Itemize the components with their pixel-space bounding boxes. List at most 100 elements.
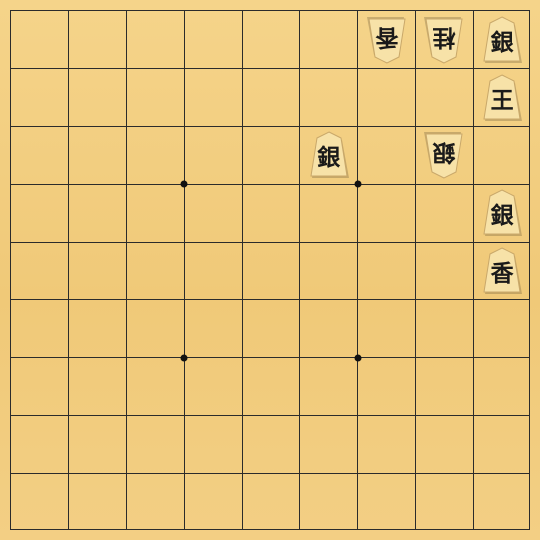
piece-label: 王 [490,86,514,114]
board-square[interactable] [242,184,300,242]
board-square[interactable] [242,473,300,531]
board-square[interactable] [358,69,416,127]
board-square[interactable] [473,415,531,473]
board-square[interactable] [415,358,473,416]
board-square[interactable] [69,69,127,127]
board-square[interactable] [11,11,69,69]
board-square[interactable]: 銀 [473,11,531,69]
board-square[interactable] [69,415,127,473]
board-square[interactable] [11,473,69,531]
board-square[interactable] [358,415,416,473]
board-square[interactable] [300,473,358,531]
board-square[interactable] [69,358,127,416]
board-square[interactable] [415,473,473,531]
board-square[interactable] [184,473,242,531]
board-square[interactable] [127,300,185,358]
board-square[interactable] [184,415,242,473]
board-square[interactable] [415,415,473,473]
board-square[interactable] [242,415,300,473]
board-square[interactable] [300,300,358,358]
board-square[interactable]: 銀 [473,184,531,242]
board-square[interactable] [473,127,531,185]
board-square[interactable] [127,358,185,416]
gote-silver-piece[interactable]: 銀 [424,132,464,179]
board-square[interactable] [415,242,473,300]
board-square[interactable] [300,11,358,69]
star-point [180,180,188,188]
board-square[interactable] [242,242,300,300]
board-square[interactable] [358,184,416,242]
board-square[interactable] [11,127,69,185]
board-square[interactable] [242,11,300,69]
board-square[interactable]: 王 [473,69,531,127]
board-square[interactable] [473,473,531,531]
board-square[interactable] [69,300,127,358]
board-square[interactable] [127,127,185,185]
board-square[interactable] [415,184,473,242]
board-square[interactable] [11,358,69,416]
board-square[interactable] [415,69,473,127]
board-square[interactable] [358,473,416,531]
board-square[interactable] [300,358,358,416]
board-square[interactable] [184,300,242,358]
board-square[interactable] [184,358,242,416]
grid-line-horizontal [11,126,529,128]
gote-lance-piece[interactable]: 香 [366,16,407,64]
board-square[interactable]: 銀 [415,127,473,185]
board-square[interactable] [184,242,242,300]
board-square[interactable] [127,473,185,531]
board-square[interactable] [473,300,531,358]
board-square[interactable] [69,473,127,531]
board-square[interactable]: 香 [358,11,416,69]
board-square[interactable] [11,242,69,300]
grid-line-vertical [241,11,243,529]
board-square[interactable] [300,184,358,242]
board-square[interactable] [11,184,69,242]
piece-label: 銀 [432,139,456,167]
piece-body [310,131,349,179]
board-square[interactable] [11,415,69,473]
board-square[interactable] [11,69,69,127]
gote-knight-piece[interactable]: 桂 [424,16,464,64]
board-square[interactable] [242,69,300,127]
board-square[interactable] [358,127,416,185]
board-square[interactable]: 桂 [415,11,473,69]
sente-silver-piece[interactable]: 銀 [482,189,523,237]
board-square[interactable] [358,300,416,358]
board-square[interactable]: 香 [473,242,531,300]
board-square[interactable]: 銀 [300,127,358,185]
grid-line-horizontal [11,414,529,416]
piece-label: 銀 [317,144,341,172]
board-square[interactable] [242,127,300,185]
board-square[interactable] [300,415,358,473]
board-square[interactable] [127,415,185,473]
board-square[interactable] [184,11,242,69]
board-square[interactable] [69,11,127,69]
board-square[interactable] [69,184,127,242]
board-square[interactable] [69,127,127,185]
board-square[interactable] [242,358,300,416]
board-square[interactable] [184,69,242,127]
board-square[interactable] [11,300,69,358]
board-square[interactable] [127,242,185,300]
board-square[interactable] [127,184,185,242]
board-square[interactable] [127,11,185,69]
star-point [354,180,362,188]
board-square[interactable] [300,242,358,300]
sente-silver-piece[interactable]: 銀 [482,16,523,63]
board-square[interactable] [184,184,242,242]
board-square[interactable] [184,127,242,185]
sente-king-piece[interactable]: 王 [482,74,523,121]
board-square[interactable] [358,358,416,416]
board-square[interactable] [473,358,531,416]
board-square[interactable] [358,242,416,300]
sente-lance-piece[interactable]: 香 [482,247,523,294]
board-square[interactable] [242,300,300,358]
sente-silver-piece[interactable]: 銀 [309,131,349,179]
board-square[interactable] [415,300,473,358]
piece-body [424,16,463,64]
board-square[interactable] [127,69,185,127]
board-square[interactable] [300,69,358,127]
board-square[interactable] [69,242,127,300]
